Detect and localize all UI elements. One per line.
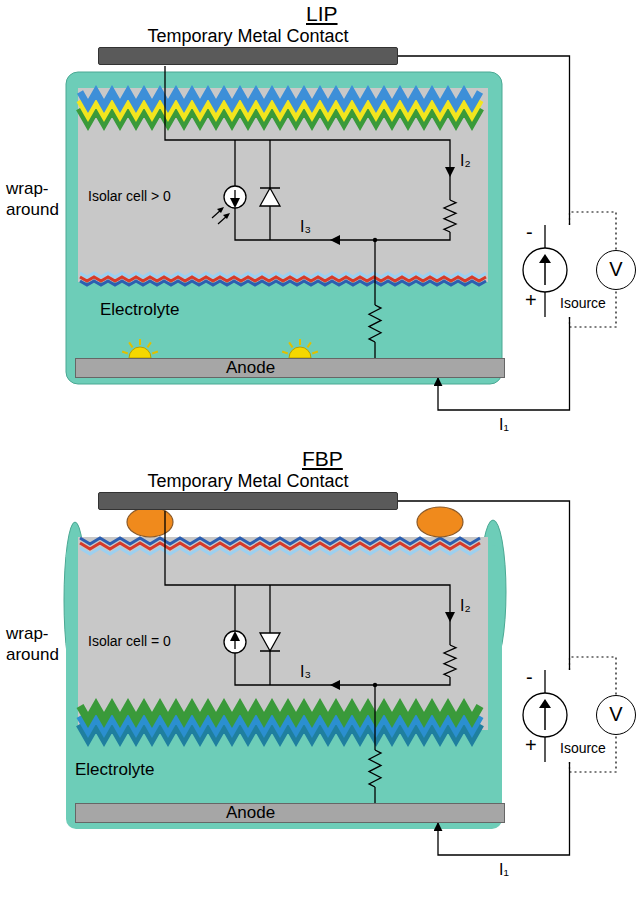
anode-bar: Anode [75,803,505,823]
circuit-wire [398,56,570,225]
current-label: Isolar cell = 0 [88,633,171,649]
anode-bar: Anode [75,358,505,378]
contact-label: Temporary Metal Contact [98,471,398,492]
contact-bar [98,492,398,510]
anode-label: Anode [76,359,504,377]
meter-label: V [597,696,635,733]
current-label: I₂ [460,597,471,615]
current-label: I₂ [460,152,471,170]
current-label: I₃ [300,218,311,236]
voltmeter: V [596,695,636,735]
metal-contact: Temporary Metal Contact [98,471,398,510]
terminal-sign: + [525,734,537,757]
current-label: I₁ [497,861,511,879]
panel-title: LIP [306,2,338,26]
source-label: Isource [560,295,606,311]
contact-bar [98,47,398,65]
region-label: Electrolyte [100,300,179,320]
anode-label: Anode [76,804,504,822]
electrolyte-region: Electrolyte [75,760,154,780]
metal-contact: Temporary Metal Contact [98,26,398,65]
terminal-sign: - [526,666,533,689]
wrap-label: wrap-around [6,178,68,220]
region-label: Electrolyte [75,760,154,780]
circuit-wire [398,501,570,670]
voltmeter: V [596,250,636,290]
wrap-label: wrap-around [6,623,68,665]
source-label: Isource [560,740,606,756]
current-label: Isolar cell > 0 [88,188,171,204]
terminal-sign: + [525,289,537,312]
panel-title: FBP [302,447,343,471]
current-label: I₃ [300,663,311,681]
terminal-sign: - [526,221,533,244]
current-label: I₁ [497,416,511,434]
meter-label: V [597,251,635,288]
contact-label: Temporary Metal Contact [98,26,398,47]
electrolyte-region: Electrolyte [100,300,179,320]
